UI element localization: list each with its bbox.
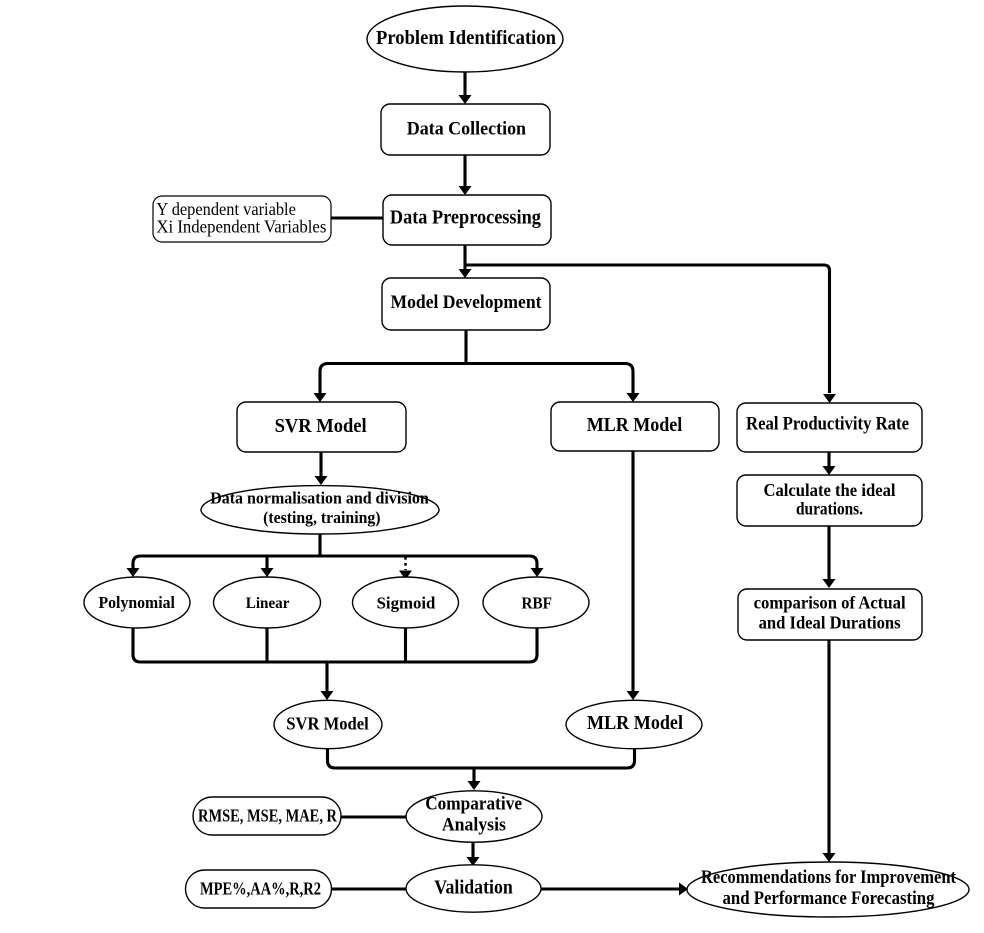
svg-text:MLR Model: MLR Model (587, 414, 683, 436)
svg-text:Sigmoid: Sigmoid (377, 594, 436, 613)
svg-text:Data Collection: Data Collection (407, 119, 527, 140)
svg-text:and Ideal Durations: and Ideal Durations (759, 613, 901, 633)
svg-text:Comparative: Comparative (425, 794, 522, 815)
svg-text:comparison of Actual: comparison of Actual (754, 593, 906, 613)
svg-text:Y dependent variable: Y dependent variable (156, 199, 296, 219)
svg-text:Validation: Validation (434, 878, 513, 899)
svg-text:Real Productivity Rate: Real Productivity Rate (746, 414, 909, 435)
svg-text:RMSE, MSE, MAE, R: RMSE, MSE, MAE, R (198, 806, 337, 826)
svg-text:Data normalisation and divisio: Data normalisation and division (210, 489, 429, 508)
svg-text:SVR Model: SVR Model (286, 714, 369, 734)
svg-text:Data Preprocessing: Data Preprocessing (390, 208, 541, 229)
svg-text:Linear: Linear (246, 593, 290, 612)
svg-text:Model Development: Model Development (391, 292, 543, 313)
svg-text:and Performance Forecasting: and Performance Forecasting (723, 888, 935, 909)
svg-text:Polynomial: Polynomial (99, 593, 176, 612)
svg-text:Problem Identification: Problem Identification (376, 27, 556, 49)
svg-text:SVR Model: SVR Model (275, 415, 367, 437)
svg-text:MPE%,AA%,R,R2: MPE%,AA%,R,R2 (200, 879, 321, 899)
svg-text:Calculate the ideal: Calculate the ideal (764, 480, 896, 500)
svg-text:RBF: RBF (521, 593, 552, 612)
svg-text:Xi Independent Variables: Xi Independent Variables (156, 217, 326, 237)
svg-text:MLR Model: MLR Model (587, 713, 684, 734)
svg-text:durations.: durations. (796, 499, 863, 519)
svg-text:Recommendations for Improvemen: Recommendations for Improvement (701, 867, 957, 888)
svg-text:(testing, training): (testing, training) (263, 508, 380, 527)
svg-text:Analysis: Analysis (442, 815, 506, 836)
